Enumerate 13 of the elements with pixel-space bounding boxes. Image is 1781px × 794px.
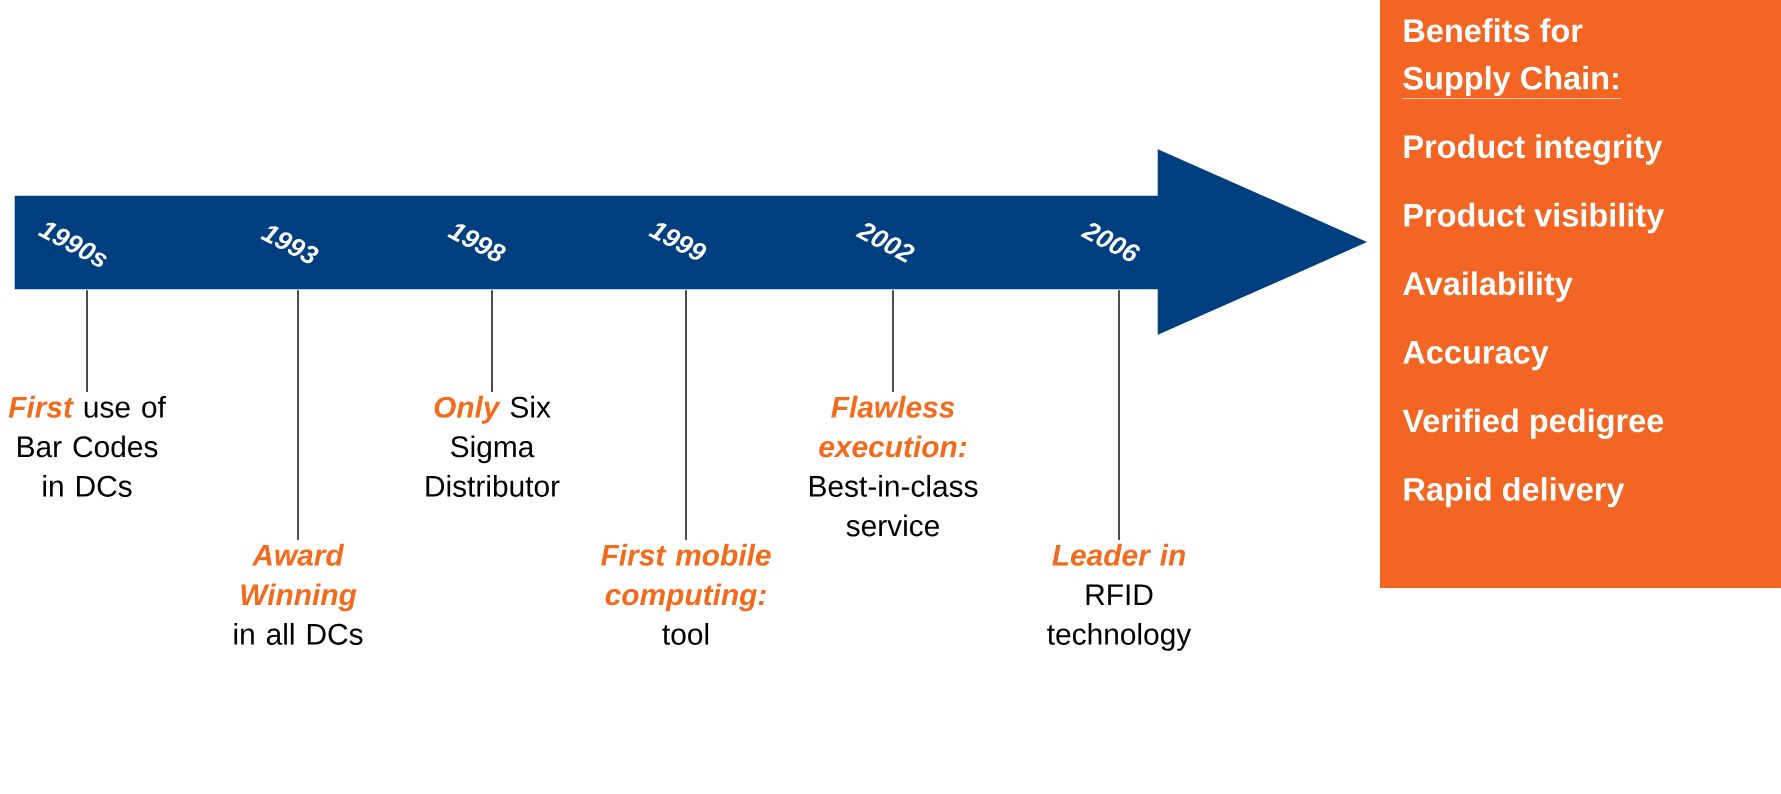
milestone-text: Only Six Sigma Distributor — [426, 395, 560, 497]
leader-line — [892, 289, 894, 393]
leader-line — [1118, 289, 1120, 541]
milestone-text: First use of Bar Codes in DCs — [8, 395, 166, 497]
milestone-text: Award Winning in all DCs — [234, 543, 363, 645]
leader-line — [297, 289, 299, 541]
milestone-text: Flawless execution: Best-in-class service — [809, 395, 978, 537]
benefits-box: Benefits for Supply Chain: Product integrity Product visibility Availability Accuracy Verified pedigree Rapid delivery — [1380, 0, 1781, 588]
milestone-text: First mobile computing: tool — [601, 543, 771, 645]
leader-line — [685, 289, 687, 541]
leader-line — [491, 289, 493, 393]
leader-line — [86, 289, 88, 393]
milestone-text: Leader in RFID technology — [1047, 543, 1192, 651]
